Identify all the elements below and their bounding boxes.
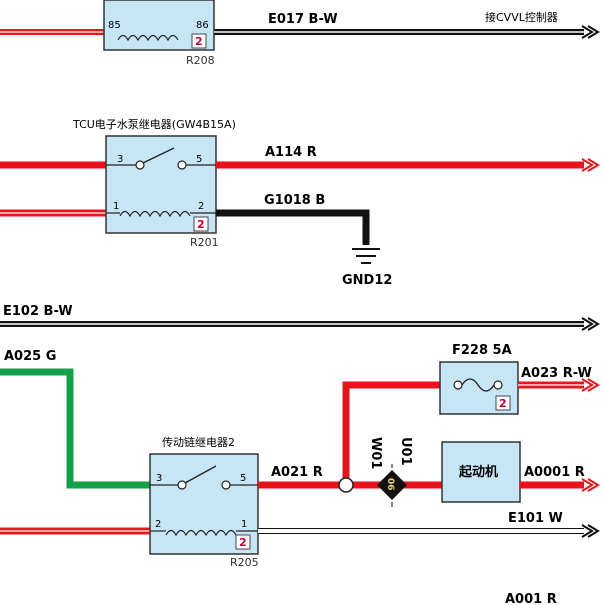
- tcu-relay: TCU电子水泵继电器(GW4B15A) 3 5 1 2 2 R201 A114 …: [0, 118, 600, 288]
- wire-label-a021: A021 R: [271, 465, 323, 480]
- top-relay-connector: R208: [186, 54, 215, 67]
- ground-label: GND12: [342, 273, 392, 288]
- starter-pin-2: 2: [155, 519, 161, 530]
- splice-label-w01: W01: [368, 437, 383, 469]
- bus-e102: E102 B-W: [0, 304, 600, 331]
- fuse-f228: F228 5A 2 A023 R-W: [342, 343, 600, 481]
- tcu-relay-badge: 2: [197, 218, 205, 231]
- starter-relay: A025 G 传动链继电器2 3 5 2 1 2 R205 A021 R E10…: [0, 349, 600, 569]
- starter-relay-connector: R205: [230, 556, 259, 569]
- tcu-relay-title: TCU电子水泵继电器(GW4B15A): [72, 118, 236, 131]
- tcu-relay-coil: [119, 210, 191, 218]
- fuse-label: F228 5A: [452, 343, 512, 358]
- wire-label-e017: E017 B-W: [268, 12, 338, 27]
- starter-body: [441, 441, 521, 503]
- splice-node: [338, 477, 354, 493]
- starter-relay-badge: 2: [239, 536, 247, 549]
- top-relay-coil: [117, 34, 179, 42]
- splice-u01: 06 U01 W01: [338, 437, 442, 507]
- starter-label: 起动机: [458, 464, 498, 480]
- top-relay-pin-85: 85: [108, 20, 121, 31]
- tcu-pin-3: 3: [117, 154, 123, 165]
- inline-connector-icon: [377, 470, 407, 500]
- top-relay-pin-86: 86: [196, 20, 209, 31]
- dest-cvvl: 接CVVL控制器: [485, 10, 558, 24]
- wire-label-g1018: G1018 B: [264, 193, 325, 208]
- wire-label-a025: A025 G: [4, 349, 56, 364]
- starter-pin-1: 1: [241, 519, 247, 530]
- tcu-pin-2: 2: [198, 201, 204, 212]
- wire-label-a023: A023 R-W: [521, 366, 592, 381]
- top-relay-body: [103, 0, 215, 51]
- top-relay: 85 86 2 R208 E017 B-W 接CVVL控制器: [0, 0, 600, 67]
- wire-label-e101: E101 W: [508, 511, 563, 526]
- starter-pin-3: 3: [156, 473, 162, 484]
- wire-label-a001: A001 R: [505, 592, 557, 605]
- wire-label-a114: A114 R: [265, 145, 317, 160]
- tcu-relay-connector: R201: [190, 236, 219, 249]
- starter-motor: 起动机 A0001 R: [441, 441, 600, 503]
- tcu-pin-1: 1: [113, 201, 119, 212]
- starter-pin-5: 5: [240, 473, 246, 484]
- ground-icon: [352, 248, 380, 264]
- splice-label-u01: U01: [398, 437, 413, 466]
- starter-relay-coil: [165, 529, 237, 537]
- wire-label-a0001: A0001 R: [524, 465, 585, 480]
- wire-label-e102: E102 B-W: [3, 304, 73, 319]
- tcu-pin-5: 5: [196, 154, 202, 165]
- fuse-badge: 2: [499, 397, 507, 410]
- top-relay-badge: 2: [195, 35, 203, 48]
- inline-connector-code: 06: [385, 478, 395, 491]
- starter-relay-title: 传动链继电器2: [162, 435, 235, 449]
- fuse-icon: [461, 378, 495, 392]
